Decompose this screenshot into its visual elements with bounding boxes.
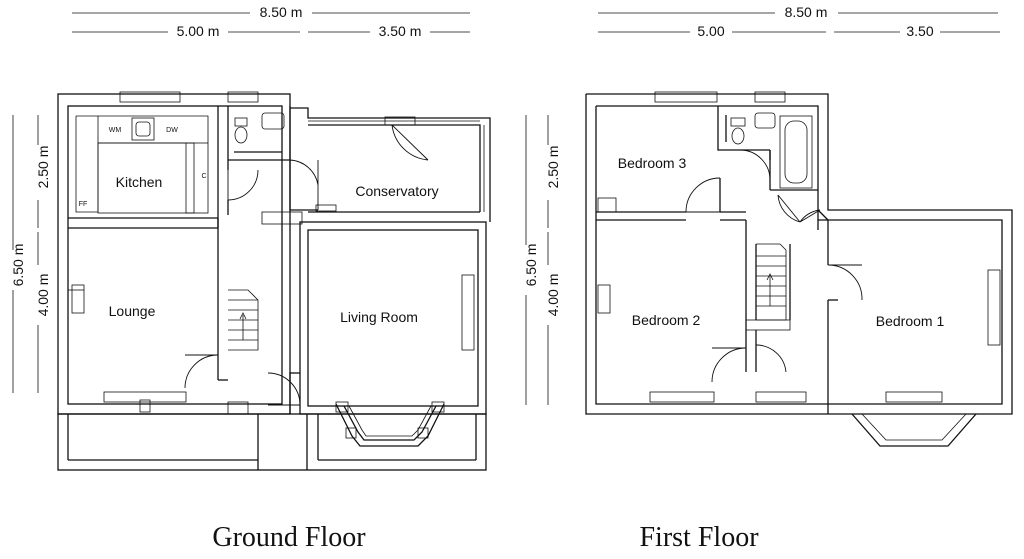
- first-top-depth: 2.50 m: [545, 146, 561, 189]
- first-bottom-depth: 4.00 m: [545, 274, 561, 317]
- ground-top-depth: 2.50 m: [35, 146, 51, 189]
- first-room-bedroom1: Bedroom 1: [876, 313, 945, 329]
- first-room-bedroom3: Bedroom 3: [618, 155, 687, 171]
- first-floor-plan: [585, 91, 1013, 447]
- ground-dimensions: 8.50 m 5.00 m 3.50 m 6.50 m 2.50 m 4.00 …: [10, 4, 470, 393]
- first-floor-caption: First Floor: [639, 522, 759, 553]
- first-right-width: 3.50: [906, 23, 933, 39]
- ground-right-width: 3.50 m: [379, 23, 422, 39]
- ground-room-conservatory: Conservatory: [355, 183, 438, 199]
- first-dimensions: 8.50 m 5.00 3.50 6.50 m 2.50 m 4.00 m: [523, 4, 1000, 405]
- ground-ff-label: FF: [79, 201, 88, 208]
- ground-room-kitchen: Kitchen: [116, 174, 163, 190]
- first-overall-width: 8.50 m: [785, 4, 828, 20]
- ground-c-label: C: [201, 173, 206, 180]
- ground-overall-depth: 6.50 m: [10, 244, 26, 287]
- first-overall-depth: 6.50 m: [523, 244, 539, 287]
- first-room-bedroom2: Bedroom 2: [632, 312, 701, 328]
- ground-floor-caption: Ground Floor: [212, 522, 366, 553]
- ground-bottom-depth: 4.00 m: [35, 274, 51, 317]
- ground-dw-label: DW: [166, 127, 178, 134]
- first-left-width: 5.00: [697, 23, 724, 39]
- ground-left-width: 5.00 m: [177, 23, 220, 39]
- ground-floor-plan: WM DW FF C: [57, 91, 491, 471]
- ground-room-lounge: Lounge: [109, 303, 156, 319]
- ground-overall-width: 8.50 m: [260, 4, 303, 20]
- ground-wm-label: WM: [109, 127, 122, 134]
- ground-room-living-room: Living Room: [340, 309, 418, 325]
